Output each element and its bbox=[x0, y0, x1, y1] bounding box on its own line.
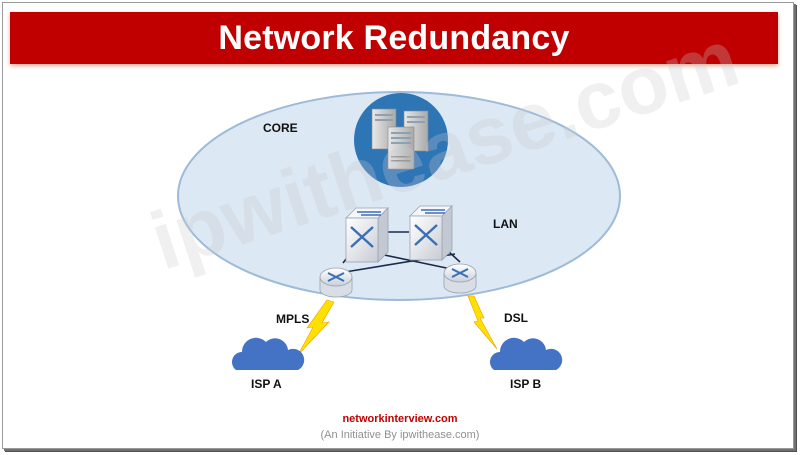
isp-b-cloud-icon bbox=[490, 337, 563, 370]
isp-a-label: ISP A bbox=[251, 377, 282, 391]
edge-router-1-icon bbox=[319, 267, 353, 298]
edge-router-2-icon bbox=[443, 263, 477, 294]
title-banner: Network Redundancy bbox=[10, 12, 778, 64]
lan-label: LAN bbox=[493, 217, 518, 231]
core-switch-2-icon bbox=[409, 205, 453, 261]
core-zone-ellipse bbox=[177, 91, 621, 301]
page-title: Network Redundancy bbox=[218, 18, 570, 57]
core-switch-1-icon bbox=[345, 207, 389, 263]
footer-site: networkinterview.com bbox=[342, 413, 458, 425]
footer-tagline: (An Initiative By ipwithease.com) bbox=[320, 429, 480, 441]
mpls-link-label: MPLS bbox=[276, 312, 309, 326]
mpls-lightning-icon bbox=[297, 299, 335, 356]
isp-b-label: ISP B bbox=[510, 377, 541, 391]
isp-a-cloud-icon bbox=[232, 337, 305, 370]
dsl-link-label: DSL bbox=[504, 311, 528, 325]
server-cluster-icon bbox=[354, 93, 448, 187]
core-label: CORE bbox=[263, 121, 298, 135]
dsl-lightning-icon bbox=[467, 295, 498, 350]
